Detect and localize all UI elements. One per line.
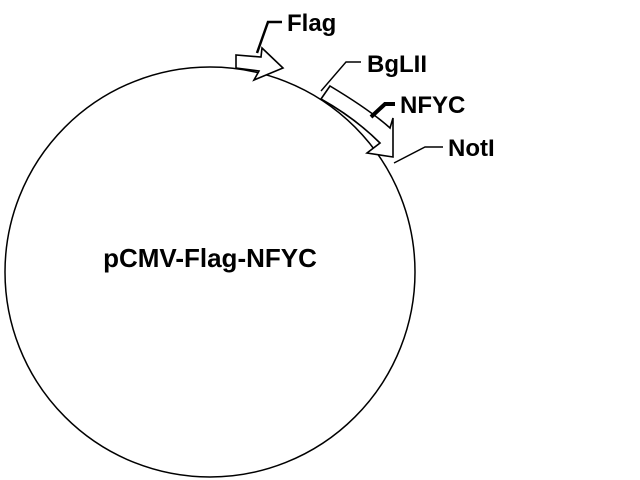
bglii-leader [320,61,361,92]
noti-label: NotI [448,135,495,162]
plasmid-name: pCMV-Flag-NFYC [103,243,317,273]
bglii-label: BgLII [367,51,427,78]
nfyc-leader [369,102,395,119]
flag-arrow [235,46,285,82]
flag-leader [255,20,282,54]
nfyc-arrow [319,84,394,158]
nfyc-label: NFYC [400,92,465,119]
noti-leader [393,146,443,164]
plasmid-backbone [4,66,416,478]
flag-label: Flag [287,10,336,37]
